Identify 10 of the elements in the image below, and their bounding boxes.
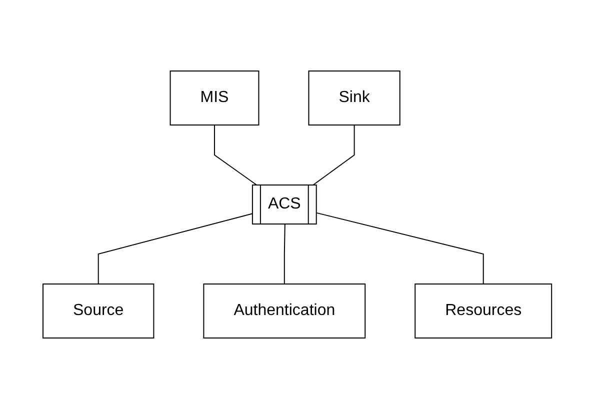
node-box: Source [42,284,154,338]
connector [312,124,355,186]
connector [98,213,254,284]
node-box: Sink [308,70,401,126]
node-box: MIS [170,70,260,126]
node-box: Authentication [203,284,366,338]
connector [214,124,258,186]
connector [316,212,484,284]
node-box: Resources [414,284,552,338]
connector [284,224,286,284]
